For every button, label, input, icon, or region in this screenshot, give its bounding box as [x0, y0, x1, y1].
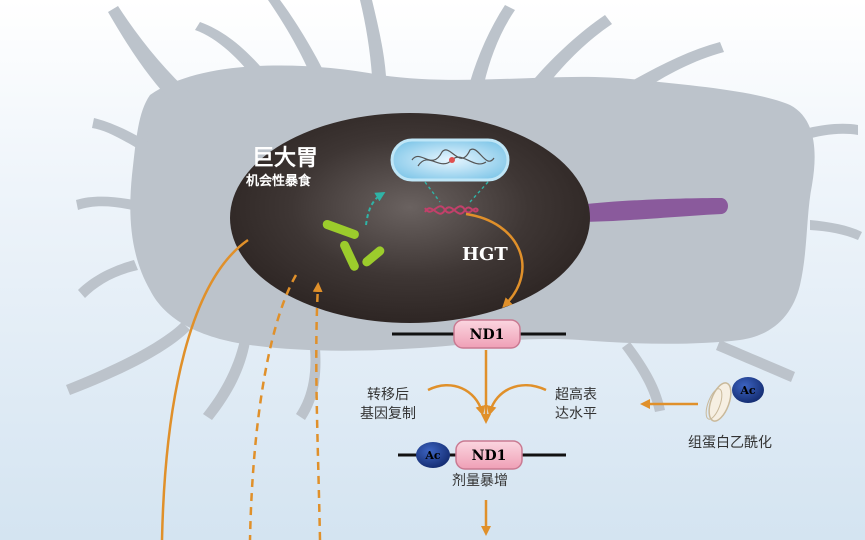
appendage-top-6: [630, 42, 724, 92]
appendage-left-1: [92, 118, 148, 150]
gene-box-top: [453, 319, 521, 349]
acetylation-label: 组蛋白乙酰化: [688, 435, 772, 451]
leg-3: [296, 348, 321, 420]
leg-5: [716, 340, 795, 382]
duplication-line-2: 基因复制: [360, 406, 416, 422]
appendage-top-4: [470, 5, 515, 84]
appendage-top-left: [108, 6, 192, 105]
histone-icon: [705, 382, 732, 422]
leg-2: [203, 340, 250, 420]
ac-bead-histone: [732, 377, 764, 403]
ac-label-gene: Ac: [424, 449, 441, 462]
appendage-left-3: [78, 260, 138, 298]
bacterium-cell: [390, 138, 510, 182]
hgt-label: HGT: [462, 244, 508, 265]
leg-1: [66, 322, 190, 395]
ac-bead-gene: [416, 442, 450, 468]
stomach-title: 巨大胃: [252, 146, 319, 171]
ac-label-histone: Ac: [739, 384, 756, 397]
duplication-line-1: 转移后: [367, 387, 409, 403]
overexpression-label: 超高表 达水平: [555, 386, 597, 424]
appendage-right-1: [800, 123, 858, 140]
gene-label-bottom: ND1: [472, 448, 507, 464]
appendage-right-2: [810, 220, 862, 240]
gene-label-top: ND1: [470, 327, 505, 343]
appendage-top-3: [360, 0, 386, 76]
teal-arrow: [365, 191, 386, 226]
leg-4: [622, 342, 665, 412]
appendage-top-2: [268, 0, 324, 74]
duplication-curve: [427, 384, 486, 416]
dosage-label: 剂量暴增: [452, 473, 508, 489]
purple-tail: [578, 198, 728, 222]
stomach-subtitle: 机会性暴食: [246, 174, 312, 189]
expression-curve: [486, 384, 547, 416]
solid-ingest-arrow: [160, 238, 249, 540]
dashed-arrow-2: [312, 282, 323, 540]
hgt-arrow: [465, 212, 524, 308]
appendage-top-5: [535, 15, 612, 82]
dna-fragment: [424, 205, 479, 215]
overexpression-line-1: 超高表: [555, 387, 597, 403]
transfer-dashes: [424, 181, 489, 203]
overexpression-line-2: 达水平: [555, 406, 597, 422]
duplication-label: 转移后 基因复制: [360, 386, 416, 424]
appendage-left-2: [76, 196, 134, 210]
gene-box-bottom: [455, 440, 523, 470]
appendage-top-1: [195, 22, 270, 80]
green-bacteria: [322, 220, 385, 271]
